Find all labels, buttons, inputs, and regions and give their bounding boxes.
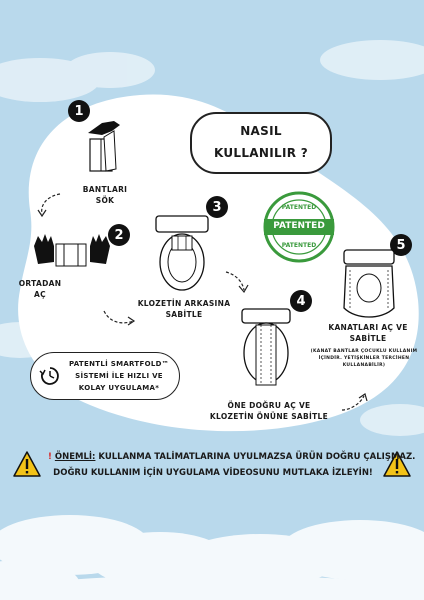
title-line-2: KULLANILIR ? xyxy=(213,146,308,160)
toilet-wings-icon xyxy=(343,249,395,318)
glove-peeling-tape-icon xyxy=(88,121,120,172)
seal-band-text: PATENTED xyxy=(273,221,325,231)
step-2-caption-line-2: AÇ xyxy=(34,290,46,299)
quick-clock-icon xyxy=(39,367,59,385)
step-4-caption: ÖNE DOĞRU AÇ VE KLOZETİN ÖNÜNE SABİTLE xyxy=(204,400,334,422)
seal-badge-icon xyxy=(263,191,335,263)
arrow-icon xyxy=(225,271,249,294)
warning-right-icon xyxy=(383,451,411,477)
seal-bottom-text: PATENTED xyxy=(281,242,317,249)
step-4-caption-line-1: ÖNE DOĞRU AÇ VE xyxy=(227,401,311,410)
step-5-note-line-2: İÇİNDİR. YETİŞKİNLER TERCİHEN xyxy=(318,356,410,361)
warning-important-label: ÖNEMLİ: xyxy=(54,452,96,462)
step-1-caption: BANTLARI SÖK xyxy=(70,184,140,206)
arrow-icon xyxy=(103,310,136,326)
step-1-caption-line-2: SÖK xyxy=(95,196,115,205)
toilet-front-icon xyxy=(241,308,291,386)
step-2-caption: ORTADAN AÇ xyxy=(10,278,70,300)
warning-line-1: ! ÖNEMLİ: KULLANMA TALİMATLARINA UYULMAZ… xyxy=(48,452,415,462)
smartfold-line-1: PATENTLİ SMARTFOLD™ xyxy=(68,360,170,368)
step-5-note-line-1: (KANAT BANTLAR ÇOCUKLU KULLANIM xyxy=(310,349,418,354)
smartfold-line-2: SİSTEMİ İLE HIZLI VE xyxy=(75,372,163,380)
warning-exclamation: ! xyxy=(48,452,52,462)
step-3-caption: KLOZETİN ARKASINA SABİTLE xyxy=(124,298,244,320)
toilet-back-icon xyxy=(155,215,209,291)
smartfold-text: PATENTLİ SMARTFOLD™ SİSTEMİ İLE HIZLI VE… xyxy=(63,358,175,394)
arrow-icon xyxy=(341,393,368,411)
step-1-caption-line-1: BANTLARI xyxy=(82,185,128,194)
gloves-opening-icon xyxy=(34,234,110,267)
step-5-note-line-3: KULLANABİLİR) xyxy=(342,363,386,368)
step-4-caption-line-2: KLOZETİN ÖNÜNE SABİTLE xyxy=(209,412,329,421)
warning-line-1-text: KULLANMA TALİMATLARINA UYULMAZSA ÜRÜN DO… xyxy=(98,452,416,462)
step-3-caption-line-2: SABİTLE xyxy=(165,310,203,319)
step-2-caption-line-1: ORTADAN xyxy=(18,279,62,288)
title-line-1: NASIL xyxy=(240,124,282,138)
smartfold-badge: PATENTLİ SMARTFOLD™ SİSTEMİ İLE HIZLI VE… xyxy=(30,352,180,400)
patented-seal: PATENTED PATENTED PATENTED xyxy=(262,190,336,264)
step-3-number: 3 xyxy=(206,196,228,218)
step-5-caption-line-1: KANATLARI AÇ VE xyxy=(328,323,408,332)
step-5-caption-line-2: SABİTLE xyxy=(349,334,387,343)
arrow-icon xyxy=(37,193,61,218)
title-box: NASIL KULLANILIR ? xyxy=(190,112,332,174)
step-5-caption: KANATLARI AÇ VE SABİTLE xyxy=(318,322,418,344)
smartfold-line-3: KOLAY UYGULAMA* xyxy=(78,384,160,392)
step-5-note: (KANAT BANTLAR ÇOCUKLU KULLANIM İÇİNDİR.… xyxy=(308,348,420,369)
step-1-number: 1 xyxy=(68,100,90,122)
step-3-caption-line-1: KLOZETİN ARKASINA xyxy=(137,299,231,308)
seal-top-text: PATENTED xyxy=(281,204,317,211)
step-4-number: 4 xyxy=(290,290,312,312)
step-2-number: 2 xyxy=(108,224,130,246)
step-5-number: 5 xyxy=(390,234,412,256)
warning-left-icon xyxy=(13,451,41,477)
warning-line-2: DOĞRU KULLANIM İÇİN UYGULAMA VİDEOSUNU M… xyxy=(53,468,373,478)
